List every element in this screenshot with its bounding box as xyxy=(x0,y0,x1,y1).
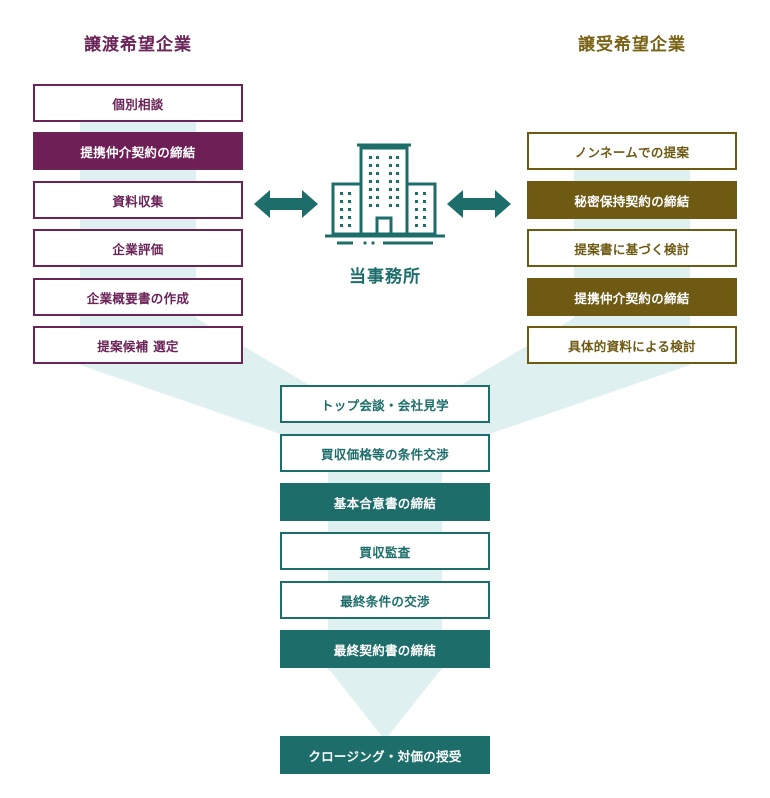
bottom-funnel xyxy=(328,668,442,740)
joint-step-final-contract: 最終契約書の締結 xyxy=(280,630,490,668)
seller-step-data-collection: 資料収集 xyxy=(33,181,243,219)
joint-step-closing: クロージング・対価の授受 xyxy=(280,736,490,774)
office-building-icon xyxy=(325,143,445,245)
office-label: 当事務所 xyxy=(349,267,421,287)
left-double-arrow-icon xyxy=(254,190,318,218)
buyer-step-proposal-review: 提案書に基づく検討 xyxy=(527,229,737,267)
joint-step-due-diligence: 買収監査 xyxy=(280,532,490,570)
seller-step-candidate-selection: 提案候補 選定 xyxy=(33,326,243,364)
seller-step-consultation: 個別相談 xyxy=(33,84,243,122)
seller-heading: 譲渡希望企業 xyxy=(84,35,192,55)
center-column-band xyxy=(328,385,442,670)
buyer-step-noname-proposal: ノンネームでの提案 xyxy=(527,132,737,170)
joint-step-final-negotiation: 最終条件の交渉 xyxy=(280,581,490,619)
seller-step-valuation: 企業評価 xyxy=(33,229,243,267)
seller-step-agency-contract: 提携仲介契約の締結 xyxy=(33,132,243,170)
seller-step-profile-creation: 企業概要書の作成 xyxy=(33,278,243,316)
joint-step-basic-agreement: 基本合意書の締結 xyxy=(280,483,490,521)
buyer-step-nda: 秘密保持契約の締結 xyxy=(527,181,737,219)
right-double-arrow-icon xyxy=(447,190,511,218)
joint-step-price-negotiation: 買収価格等の条件交渉 xyxy=(280,434,490,472)
joint-step-top-meeting: トップ会談・会社見学 xyxy=(280,385,490,423)
buyer-step-agency-contract: 提携仲介契約の締結 xyxy=(527,278,737,316)
buyer-step-detailed-review: 具体的資料による検討 xyxy=(527,326,737,364)
buyer-heading: 譲受希望企業 xyxy=(578,35,686,55)
